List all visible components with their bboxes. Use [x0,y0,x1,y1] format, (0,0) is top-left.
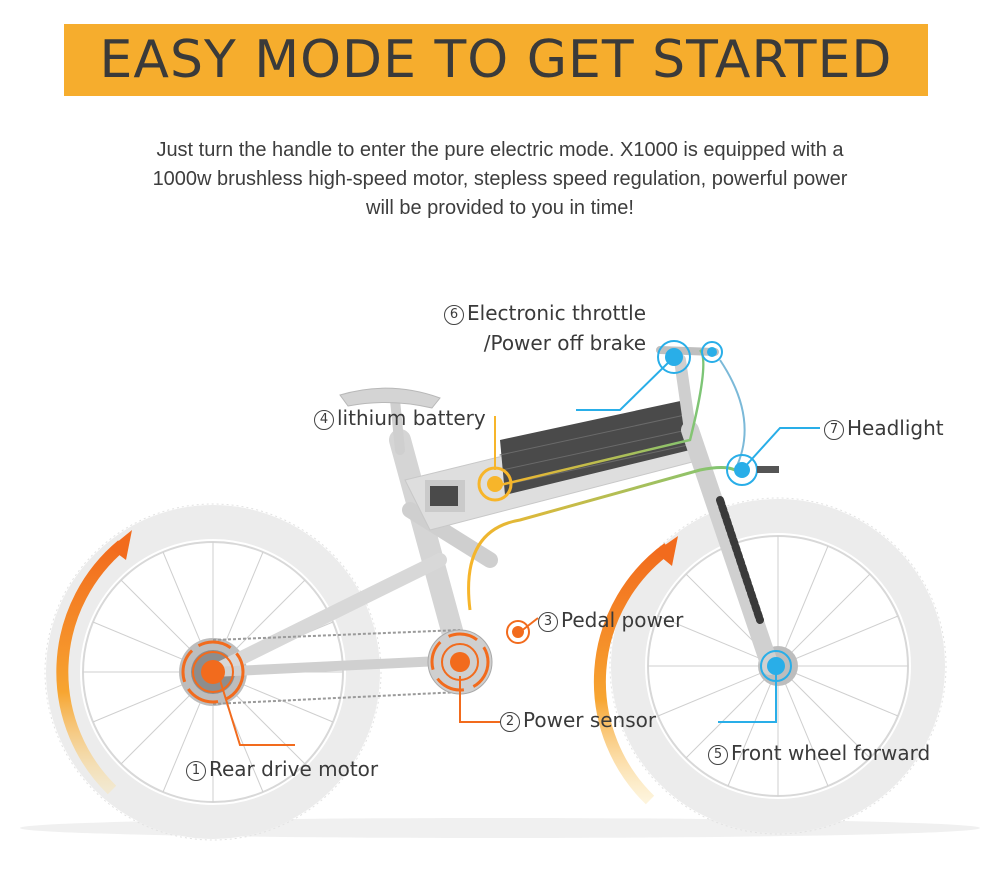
banner-title: EASY MODE TO GET STARTED [99,30,893,90]
callout-label: lithium battery [337,406,486,430]
front-marker [760,650,792,682]
title-banner: EASY MODE TO GET STARTED [64,24,928,96]
callout-number: 6 [444,305,464,325]
callout-number: 1 [186,761,206,781]
throttle-marker [657,340,723,374]
callout-number: 7 [824,420,844,440]
cable-main [467,466,736,611]
bike-frame [206,346,779,679]
sensor-marker [430,632,490,692]
intro-line: will be provided to you in time! [366,197,634,219]
battery-marker [477,466,513,502]
callout-number: 2 [500,712,520,732]
callout-label: Front wheel forward [731,741,931,765]
callout-number: 3 [538,612,558,632]
rear-rotation-arc [56,540,126,795]
intro-line: Just turn the handle to enter the pure e… [156,139,844,161]
front-rotation-arc [593,543,672,805]
callout-number: 4 [314,410,334,430]
chain [212,629,461,705]
front-arc-arrowhead [655,536,678,566]
throttle-leader [576,356,675,411]
callout-label: Electronic throttle [467,301,647,325]
callout-label: Headlight [847,416,944,440]
headlight-leader [741,427,820,471]
pedal-marker [506,620,530,644]
rear-leader [219,679,295,746]
intro-text: Just turn the handle to enter the pure e… [40,136,960,223]
headlight-marker [726,454,779,486]
rear-arc-arrowhead [110,530,132,560]
callout-number: 5 [708,745,728,765]
callout-label: Power sensor [523,708,657,732]
intro-line: 1000w brushless high-speed motor, steple… [152,168,848,190]
cable-front [719,359,746,471]
front-leader [718,666,777,723]
callout-label: Rear drive motor [209,757,379,781]
rear-marker [181,640,245,704]
callout-label: /Power off brake [483,331,647,355]
callout-label: Pedal power [561,608,684,632]
